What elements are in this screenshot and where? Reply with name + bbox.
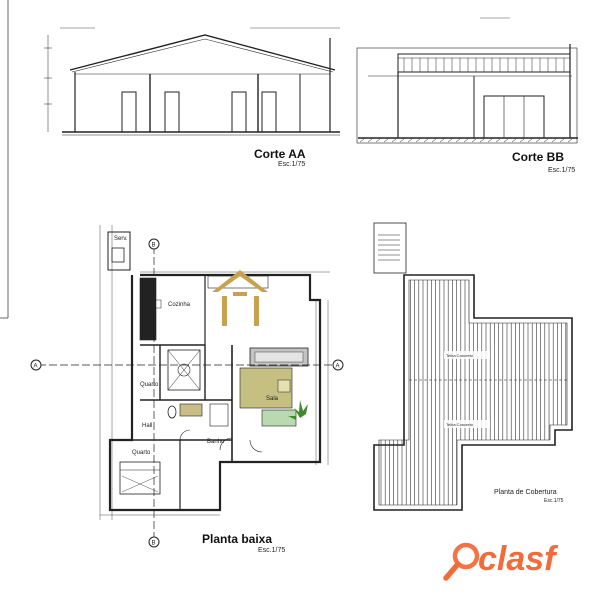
corte-bb-title: Corte BB: [512, 150, 564, 164]
corte-bb-scale: Esc.1/75: [548, 167, 575, 174]
corte-bb-drawing: [356, 17, 578, 144]
roof-label-lower-bg: [444, 420, 490, 428]
roof-label-upper-text: Telha Concreto: [446, 353, 474, 358]
room-label-quarto-2: Quarto: [132, 450, 151, 456]
svg-text:B: B: [152, 541, 156, 547]
section-marker-a-right: A: [332, 359, 344, 371]
section-marker-b-bottom: B: [148, 536, 160, 548]
corte-aa-title: Corte AA: [254, 147, 306, 161]
clasf-watermark: clasf: [443, 540, 559, 581]
planta-baixa-drawing: [38, 225, 338, 538]
corte-aa-scale: Esc.1/75: [278, 161, 305, 168]
corte-aa-drawing: [44, 27, 340, 136]
section-marker-a-left: A: [30, 359, 42, 371]
roof-plan-drawing: [373, 222, 573, 511]
clasf-logo-text: clasf: [478, 540, 559, 578]
roof-label-upper-bg: [444, 351, 490, 359]
planta-baixa-title: Planta baixa: [202, 532, 272, 546]
room-label-servico: Serv.: [114, 236, 128, 242]
roof-label-lower-text: Telha Concreto: [446, 422, 474, 427]
roof-plan-title: Planta de Cobertura: [494, 489, 557, 496]
sheet-border: [0, 0, 9, 319]
plant-symbol: [288, 400, 308, 420]
room-label-cozinha: Cozinha: [168, 302, 191, 308]
svg-text:A: A: [336, 364, 340, 370]
svg-text:B: B: [152, 243, 156, 249]
roof-plan-scale: Esc.1/75: [544, 498, 564, 504]
section-markers: A A B B: [30, 238, 344, 548]
room-label-sala: Sala: [266, 396, 279, 402]
center-mark: [212, 270, 268, 326]
room-label-hall: Hall: [142, 423, 152, 429]
svg-text:A: A: [34, 364, 38, 370]
clasf-search-icon: [443, 542, 480, 581]
room-label-quarto-1: Quarto: [140, 382, 159, 388]
planta-baixa-scale: Esc.1/75: [258, 547, 285, 554]
section-marker-b-top: B: [148, 238, 160, 250]
room-label-banho: Banho: [207, 439, 225, 445]
